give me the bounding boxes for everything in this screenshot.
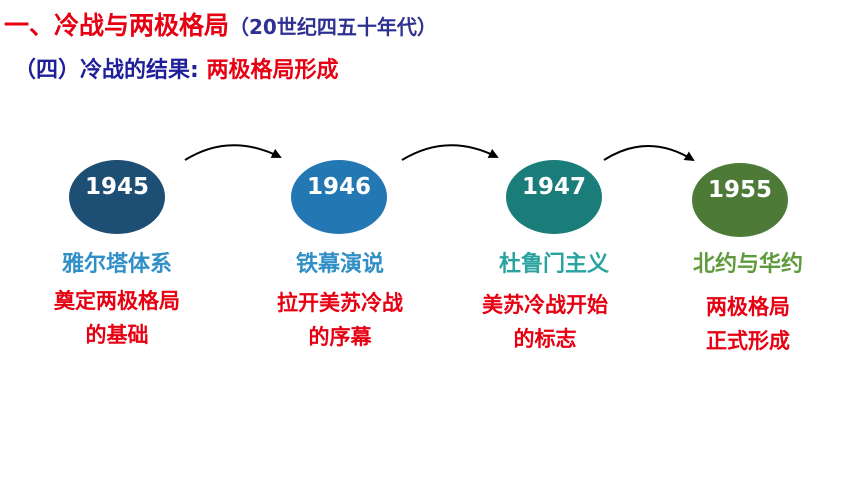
event-name-4: 北约与华约 [692, 252, 803, 277]
event-desc-line: 的基础 [85, 323, 149, 347]
page-title-period: （20世纪四五十年代） [229, 15, 437, 39]
event-name-3: 杜鲁门主义 [498, 252, 609, 277]
event-desc-4: 两极格局 正式形成 [648, 290, 848, 358]
event-desc-line: 正式形成 [706, 329, 790, 353]
section-heading-result: 两极格局形成 [206, 58, 339, 83]
page-title: 一、冷战与两极格局（20世纪四五十年代） [4, 6, 437, 42]
event-desc-line: 两极格局 [706, 295, 790, 319]
event-desc-3: 美苏冷战开始 的标志 [445, 288, 645, 356]
event-desc-2: 拉开美苏冷战 的序幕 [240, 286, 440, 354]
event-name-2: 铁幕演说 [295, 252, 384, 277]
event-desc-line: 美苏冷战开始 [482, 293, 608, 317]
arrow-3 [603, 145, 695, 162]
event-desc-line: 的序幕 [308, 325, 372, 349]
year-badge-1945: 1945 [69, 160, 165, 234]
arrow-1 [184, 144, 282, 161]
event-desc-line: 奠定两极格局 [54, 289, 180, 313]
event-desc-1: 奠定两极格局 的基础 [17, 284, 217, 352]
section-heading-lead: （四）冷战的结果: [14, 58, 207, 83]
arrow-2 [401, 144, 499, 161]
page-title-main: 一、冷战与两极格局 [4, 11, 230, 40]
section-heading: （四）冷战的结果: 两极格局形成 [14, 52, 338, 84]
event-desc-line: 拉开美苏冷战 [277, 291, 403, 315]
event-name-1: 雅尔塔体系 [61, 252, 172, 277]
year-badge-1946: 1946 [291, 160, 387, 234]
event-desc-line: 的标志 [513, 327, 577, 351]
year-badge-1955: 1955 [692, 163, 788, 237]
year-badge-1947: 1947 [506, 160, 602, 234]
